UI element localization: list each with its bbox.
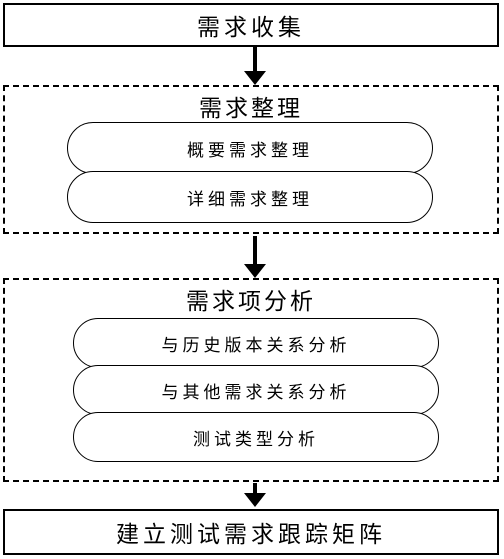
pill-organize-summary-label: 概要需求整理 [187,140,313,161]
group-organize: 需求整理 概要需求整理 详细需求整理 [3,85,499,234]
group-organize-title: 需求整理 [199,96,303,122]
step-matrix-label: 建立测试需求跟踪矩阵 [116,522,386,548]
step-collect-box: 需求收集 [3,3,499,47]
arrow-down-icon [244,483,266,509]
pill-analyze-history: 与历史版本关系分析 [73,318,439,368]
step-matrix-box: 建立测试需求跟踪矩阵 [3,509,499,555]
pill-analyze-other-label: 与其他需求关系分析 [161,382,351,403]
group-analyze: 需求项分析 与历史版本关系分析 与其他需求关系分析 测试类型分析 [3,278,499,482]
pill-analyze-other: 与其他需求关系分析 [73,365,439,415]
arrow-down-icon [244,47,266,85]
pill-analyze-testtype-label: 测试类型分析 [193,429,319,450]
step-collect-label: 需求收集 [197,15,305,41]
pill-organize-detail-label: 详细需求整理 [187,189,313,210]
arrow-down-icon [244,236,266,278]
pill-analyze-testtype: 测试类型分析 [73,412,439,462]
group-analyze-title: 需求项分析 [186,289,316,315]
pill-analyze-history-label: 与历史版本关系分析 [161,335,351,356]
pill-organize-summary: 概要需求整理 [67,122,433,174]
pill-organize-detail: 详细需求整理 [67,171,433,223]
